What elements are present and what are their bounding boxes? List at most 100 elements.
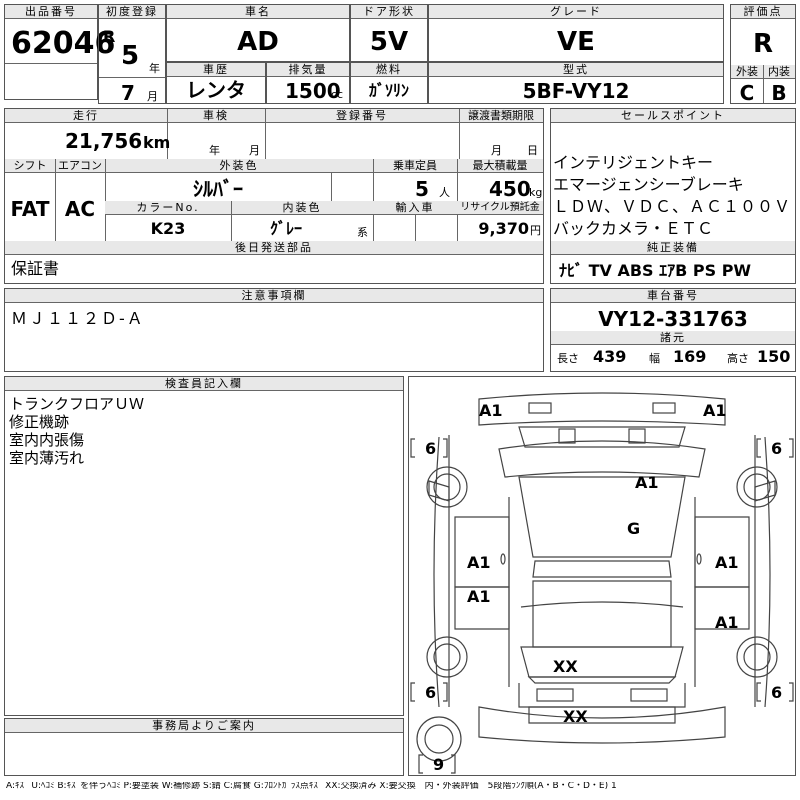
mileage-unit: km bbox=[143, 133, 171, 152]
height: 150 bbox=[757, 347, 791, 366]
damage-mark-glass: G bbox=[627, 519, 641, 538]
reg-number-label: 登録番号 bbox=[265, 109, 459, 123]
width: 169 bbox=[673, 347, 707, 366]
interior-color-unit: 系 bbox=[357, 226, 368, 239]
damage-mark-right-rear: A1 bbox=[715, 613, 739, 632]
color-label: 外装色 bbox=[105, 159, 373, 173]
sales-point-4: バックカメラ・ＥＴＣ bbox=[553, 219, 714, 238]
shift: FAT bbox=[10, 197, 50, 221]
registration-year: 5 bbox=[121, 41, 140, 71]
era-mark: R bbox=[103, 27, 116, 46]
exterior-color: ｼﾙﾊﾞｰ bbox=[193, 177, 243, 201]
inspector-label: 検査員記入欄 bbox=[5, 377, 403, 391]
recycle-unit: 円 bbox=[530, 224, 541, 237]
score-label: 評価点 bbox=[731, 5, 795, 19]
score-cell: 評価点 R 外装 内装 C B bbox=[730, 4, 796, 104]
door-label: ドア形状 bbox=[351, 5, 427, 19]
shift-label: シフト bbox=[5, 159, 55, 173]
car-name-label: 車名 bbox=[167, 5, 349, 19]
inspector-note-3: 室内内張傷 bbox=[9, 431, 85, 449]
sales-point-3: ＬＤＷ、ＶＤＣ、ＡＣ１００Ｖ bbox=[553, 197, 792, 216]
length: 439 bbox=[593, 347, 627, 366]
door-cell: ドア形状 5V bbox=[350, 4, 428, 62]
chassis-number: VY12-331763 bbox=[598, 307, 748, 331]
lot-number-cell: 出品番号 62046 bbox=[4, 4, 115, 100]
interior-color: ｸﾞﾚｰ bbox=[269, 219, 302, 238]
color-number-label: カラーNo. bbox=[105, 201, 231, 215]
inspection-month-unit: 月 bbox=[249, 144, 260, 157]
fuel-cell: 燃料 ｶﾞｿﾘﾝ bbox=[350, 62, 428, 104]
inspector-note-2: 修正機跡 bbox=[9, 413, 70, 431]
interior-color-label: 内装色 bbox=[231, 201, 373, 215]
displacement-cell: 排気量 1500 cc bbox=[266, 62, 350, 104]
inspection-year-unit: 年 bbox=[209, 144, 220, 157]
inspector-note-4: 室内薄汚れ bbox=[9, 449, 85, 467]
transfer-day-unit: 日 bbox=[527, 144, 538, 157]
damage-mark-left-front: A1 bbox=[467, 553, 491, 572]
transfer-month-unit: 月 bbox=[491, 144, 502, 157]
chassis-label: 車台番号 bbox=[551, 289, 795, 303]
mileage-label: 走行 bbox=[5, 109, 167, 123]
capacity: 5 bbox=[415, 177, 429, 201]
model-code-cell: 型式 5BF-VY12 bbox=[428, 62, 724, 104]
grade-cell: グレード VE bbox=[428, 4, 724, 62]
sales-point-cell: セールスポイント インテリジェントキー エマージェンシーブレーキ ＬＤＷ、ＶＤＣ… bbox=[550, 108, 796, 284]
year-unit: 年 bbox=[149, 62, 160, 75]
office-cell: 事務局よりご案内 bbox=[4, 718, 404, 776]
transfer-deadline-label: 譲渡書類期限 bbox=[459, 109, 543, 123]
car-outline bbox=[410, 392, 794, 774]
displacement: 1500 bbox=[285, 79, 341, 103]
tire-front-right: 6 bbox=[771, 439, 783, 458]
damage-mark-front-left: A1 bbox=[479, 401, 503, 420]
sales-point-label: セールスポイント bbox=[551, 109, 795, 123]
height-label: 高さ bbox=[727, 352, 749, 365]
grade-label: グレード bbox=[429, 5, 723, 19]
history-cell: 車歴 レンタ bbox=[166, 62, 266, 104]
equipment: ﾅﾋﾞ TV ABS ｴｱB PS PW bbox=[559, 261, 752, 280]
interior-label: 内装 bbox=[763, 65, 795, 79]
first-registration-label: 初度登録 bbox=[99, 5, 165, 19]
capacity-label: 乗車定員 bbox=[373, 159, 457, 173]
recycle-label: リサイクル預託金 bbox=[457, 201, 543, 215]
deferred-parts-label: 後日発送部品 bbox=[5, 241, 543, 255]
grade: VE bbox=[557, 27, 595, 57]
displacement-label: 排気量 bbox=[267, 63, 349, 77]
spare-tire: 9 bbox=[433, 755, 445, 774]
month-unit: 月 bbox=[147, 90, 158, 103]
caution-label: 注意事項欄 bbox=[5, 289, 543, 303]
aircon-label: エアコン bbox=[55, 159, 105, 173]
fuel: ｶﾞｿﾘﾝ bbox=[368, 81, 409, 100]
inspector-cell: 検査員記入欄 トランクフロアＵＷ 修正機跡 室内内張傷 室内薄汚れ bbox=[4, 376, 404, 716]
mileage: 21,756 bbox=[65, 129, 143, 153]
displacement-unit: cc bbox=[331, 88, 344, 101]
tire-rear-left: 6 bbox=[425, 683, 437, 702]
aircon: AC bbox=[64, 197, 96, 221]
caution-text: ＭＪ１１２Ｄ-Ａ bbox=[11, 309, 145, 328]
exterior-label: 外装 bbox=[731, 65, 763, 79]
sales-point-2: エマージェンシーブレーキ bbox=[553, 175, 744, 194]
overall-score: R bbox=[752, 29, 774, 59]
inspection-label: 車検 bbox=[167, 109, 265, 123]
width-label: 幅 bbox=[649, 352, 660, 365]
import-label: 輸入車 bbox=[373, 201, 457, 215]
equipment-label: 純正装備 bbox=[551, 241, 795, 255]
caution-cell: 注意事項欄 ＭＪ１１２Ｄ-Ａ bbox=[4, 288, 544, 372]
office-label: 事務局よりご案内 bbox=[5, 719, 403, 733]
legend: A:ｷｽﾞ U:ﾍｺﾐ B:ｷｽﾞを伴うﾍｺﾐ P:要塗装 W:補修跡 S:錆 … bbox=[6, 782, 617, 791]
damage-mark-right-front: A1 bbox=[715, 553, 739, 572]
exterior-grade: C bbox=[739, 81, 755, 105]
info-grid: 走行 車検 登録番号 譲渡書類期限 21,756 km 年 月 月 日 シフト … bbox=[4, 108, 544, 284]
lot-number: 62046 bbox=[11, 26, 116, 61]
damage-mark-rear: XX bbox=[553, 657, 578, 676]
max-load: 450 bbox=[489, 177, 531, 201]
interior-grade: B bbox=[771, 81, 787, 105]
inspector-note-1: トランクフロアＵＷ bbox=[9, 395, 145, 413]
deferred-parts: 保証書 bbox=[11, 259, 60, 278]
damage-mark-rear-bumper: XX bbox=[563, 707, 588, 726]
max-load-unit: kg bbox=[529, 186, 543, 199]
lot-number-label: 出品番号 bbox=[5, 5, 97, 19]
length-label: 長さ bbox=[557, 352, 579, 365]
damage-mark-left-rear: A1 bbox=[467, 587, 491, 606]
tire-rear-right: 6 bbox=[771, 683, 783, 702]
car-name: AD bbox=[237, 27, 279, 57]
